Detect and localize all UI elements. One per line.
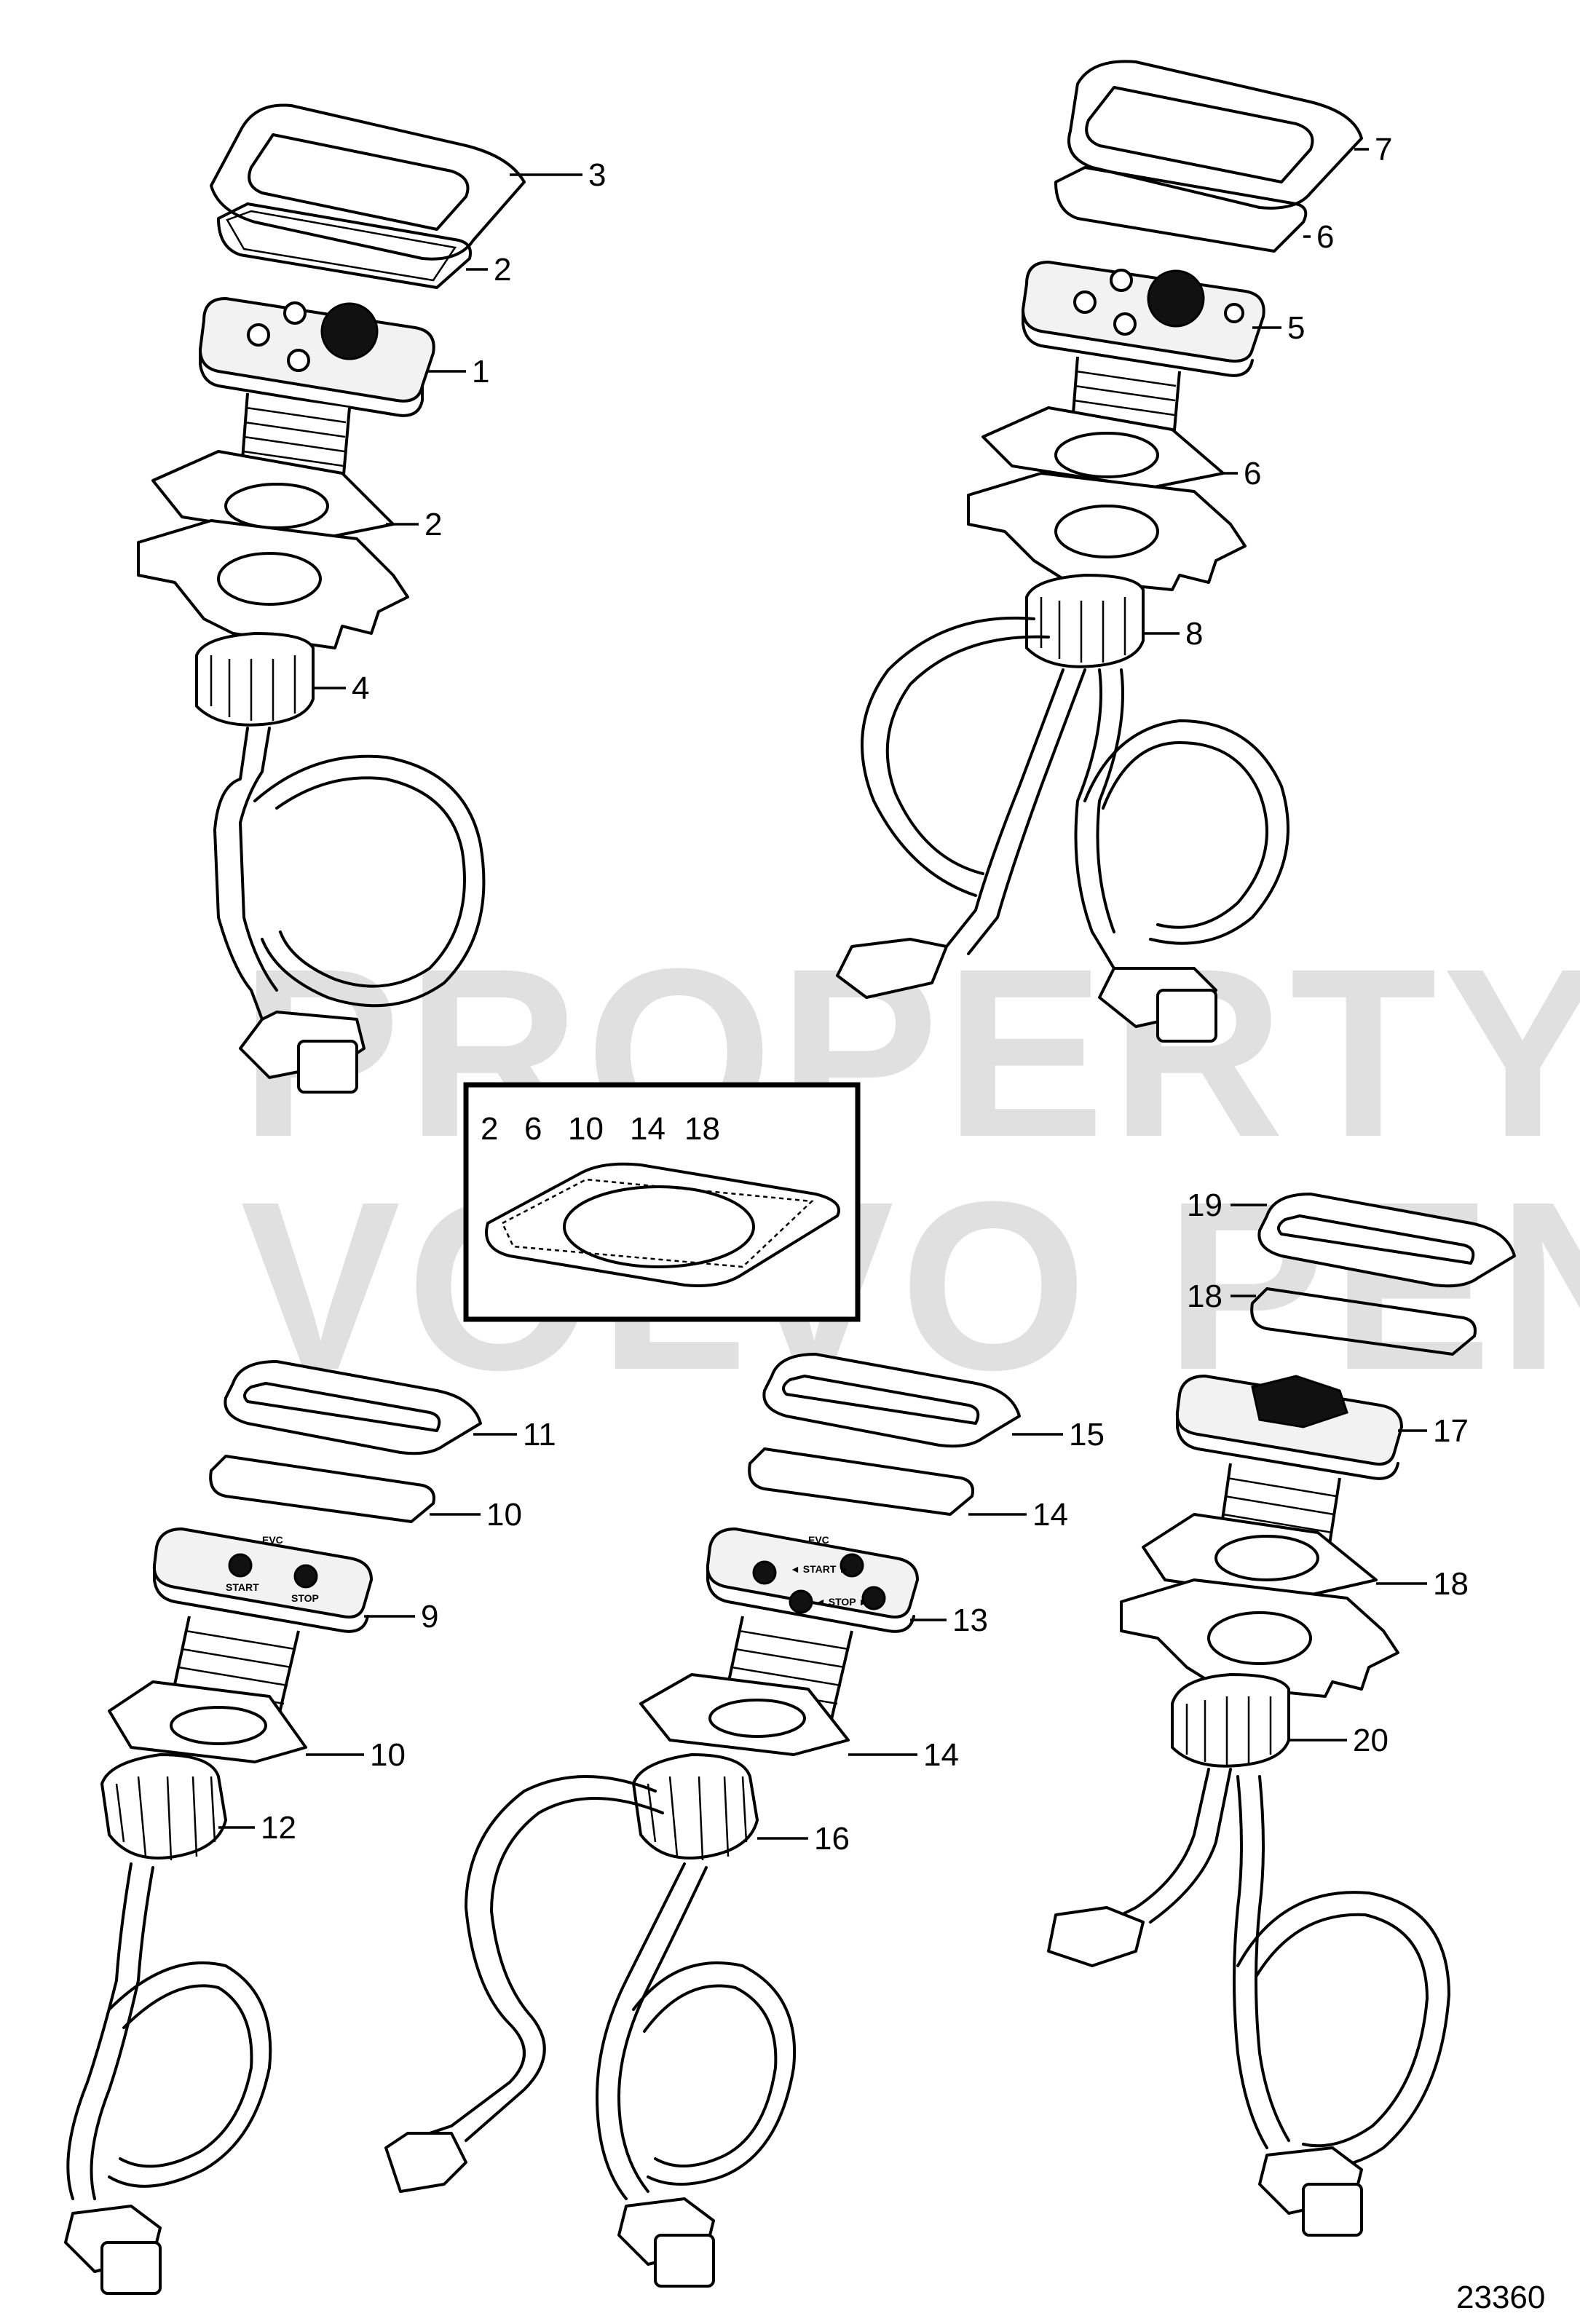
bezel-part-11 <box>224 1360 482 1455</box>
gasket-part-2-lower <box>151 450 395 540</box>
gasket-part-10-lower <box>108 1680 307 1763</box>
callout-3: 3 <box>588 157 606 193</box>
panel-13-evc-label: EVC <box>808 1534 829 1546</box>
assembly-top-right <box>836 60 1363 1043</box>
callout-12: 12 <box>261 1810 296 1846</box>
gasket-part-6-top <box>1054 166 1308 253</box>
control-panel-part-5 <box>1022 261 1265 377</box>
callout-18-lower: 18 <box>1433 1566 1469 1602</box>
panel-9-stop-label: STOP <box>291 1592 319 1604</box>
bezel-part-15 <box>762 1353 1021 1448</box>
callout-14-top: 14 <box>1032 1497 1068 1533</box>
assembly-bottom-middle: ◄ START ► ◄ STOP ► EVC <box>384 1353 1021 2288</box>
figure-id: 23360 <box>1456 2280 1545 2315</box>
mounting-plate-2 <box>967 472 1247 591</box>
callout-17: 17 <box>1433 1413 1469 1449</box>
inset-number-2: 2 <box>481 1111 498 1147</box>
gasket-part-2-top <box>217 202 472 289</box>
callout-11: 11 <box>523 1417 556 1452</box>
panel-13-start-label: ◄ START ► <box>790 1563 849 1575</box>
control-panel-part-17 <box>1175 1375 1403 1480</box>
callout-2-top: 2 <box>494 252 511 288</box>
callout-20: 20 <box>1353 1723 1389 1758</box>
callout-16: 16 <box>814 1821 850 1857</box>
mounting-plate-1 <box>137 519 409 649</box>
callout-4: 4 <box>352 671 369 706</box>
bezel-part-19 <box>1257 1193 1516 1288</box>
cable-4 <box>384 1775 797 2288</box>
nut-part-8 <box>1025 574 1145 668</box>
callout-9: 9 <box>421 1599 438 1635</box>
assembly-top-left <box>137 103 526 1094</box>
callout-6-top: 6 <box>1316 219 1334 255</box>
nut-part-4 <box>195 632 315 727</box>
callout-7: 7 <box>1375 132 1392 167</box>
callout-8: 8 <box>1185 616 1203 652</box>
callout-15: 15 <box>1069 1417 1105 1452</box>
control-panel-part-13: ◄ START ► ◄ STOP ► EVC <box>706 1527 919 1633</box>
nut-part-12 <box>100 1753 227 1861</box>
callout-6-lower: 6 <box>1244 456 1261 491</box>
callout-18-top: 18 <box>1187 1278 1222 1314</box>
assembly-bottom-left: START STOP EVC <box>64 1360 482 2295</box>
inset-number-14: 14 <box>630 1111 665 1147</box>
gasket-part-18-top <box>1250 1287 1477 1356</box>
nut-part-20 <box>1171 1673 1290 1768</box>
callout-numbers: 3 2 1 2 4 7 6 5 6 8 11 10 9 10 12 15 14 … <box>261 132 1469 1857</box>
control-panel-part-1 <box>199 297 435 417</box>
panel-13-stop-label: ◄ STOP ► <box>815 1596 869 1608</box>
panel-9-start-label: START <box>226 1581 259 1593</box>
assembly-bottom-right <box>1047 1193 1516 2237</box>
callout-2-lower: 2 <box>424 507 442 542</box>
callout-10-top: 10 <box>486 1497 522 1533</box>
callout-19: 19 <box>1187 1187 1222 1223</box>
mounting-plate-5 <box>1120 1578 1399 1698</box>
gasket-part-14-lower <box>639 1673 850 1756</box>
callout-leaders <box>218 148 1427 1840</box>
gasket-part-14-top <box>748 1447 974 1516</box>
cable-1 <box>213 727 486 1094</box>
panel-9-evc-label: EVC <box>262 1534 283 1546</box>
inset-number-18: 18 <box>684 1111 720 1147</box>
nut-part-16 <box>632 1753 759 1861</box>
callout-13: 13 <box>952 1602 988 1638</box>
inset-number-10: 10 <box>568 1111 604 1147</box>
inset-number-6: 6 <box>524 1111 542 1147</box>
gasket-part-6-lower <box>981 406 1225 489</box>
callout-1: 1 <box>472 354 489 390</box>
cable-5 <box>1047 1768 1450 2237</box>
control-panel-part-9: START STOP EVC <box>152 1527 373 1633</box>
cable-3 <box>64 1862 272 2295</box>
callout-14-lower: 14 <box>923 1737 959 1773</box>
gasket-inset-box: 2 6 10 14 18 <box>463 1082 861 1322</box>
bezel-part-3 <box>210 103 526 261</box>
cable-2 <box>836 616 1289 1043</box>
callout-10-lower: 10 <box>370 1737 406 1773</box>
gasket-part-10-top <box>209 1455 435 1523</box>
gasket-part-18-lower <box>1142 1513 1378 1600</box>
callout-5: 5 <box>1287 310 1305 346</box>
bezel-part-7 <box>1067 60 1363 210</box>
